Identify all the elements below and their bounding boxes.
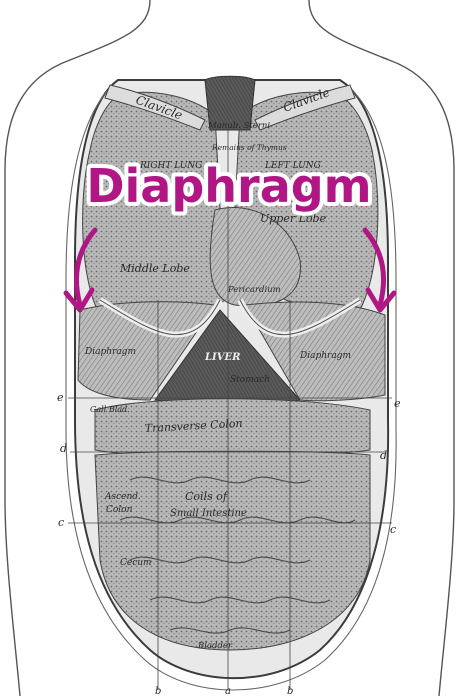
label-transverse-colon: Transverse Colon — [144, 417, 242, 435]
label-middle-lobe: Middle Lobe — [119, 262, 190, 275]
label-manubrium: Manub. Sterni — [207, 121, 270, 131]
small-intestine — [94, 450, 371, 651]
intestine-coils — [119, 476, 356, 634]
marker-d-right: d — [380, 449, 387, 462]
diaphragm-left — [244, 301, 386, 402]
label-ascend-colon-2: Colon — [106, 505, 133, 515]
marker-a: a — [225, 686, 231, 696]
clavicle-right-bone — [254, 84, 356, 131]
marker-b-left: b — [155, 686, 161, 696]
diaphragm-callout: Diaphragm Diaphragm — [63, 155, 397, 313]
label-right-lung: RIGHT LUNG — [139, 161, 202, 171]
label-left-lung: LEFT LUNG — [264, 161, 321, 171]
body-outline — [4, 0, 455, 696]
label-liver: LIVER — [204, 352, 240, 363]
arrow-left-icon — [74, 227, 98, 308]
label-diaphragm-left: Diaphragm — [84, 347, 136, 357]
marker-c-right: c — [390, 523, 396, 536]
label-ascend-colon-1: Ascend. — [104, 492, 141, 502]
label-bladder: Bladder — [197, 641, 233, 651]
label-diaphragm-right: Diaphragm — [299, 351, 351, 361]
label-thymus: Remains of Thymus — [211, 143, 287, 152]
label-stomach: Stomach — [230, 375, 270, 385]
marker-e-right: e — [394, 397, 401, 410]
label-coils-1: Coils of — [185, 490, 229, 503]
arrow-right-icon — [362, 227, 386, 308]
label-pericardium: Pericardium — [227, 285, 281, 295]
clavicle-left-bone — [104, 84, 206, 131]
label-gall-bladder: Gall Blad. — [90, 405, 130, 414]
label-coils-2: Small Intestine — [170, 508, 247, 519]
label-upper-lobe: Upper Lobe — [260, 212, 327, 225]
marker-d-left: d — [60, 442, 67, 455]
callout-outline: Diaphragm — [86, 159, 371, 213]
pericardium — [209, 206, 301, 307]
marker-c-left: c — [58, 516, 64, 529]
marker-b-right: b — [287, 686, 293, 696]
callout-title: Diaphragm — [86, 159, 371, 213]
reference-lines — [68, 80, 392, 690]
label-cecum: Cecum — [120, 558, 152, 568]
marker-e-left: e — [57, 391, 64, 404]
